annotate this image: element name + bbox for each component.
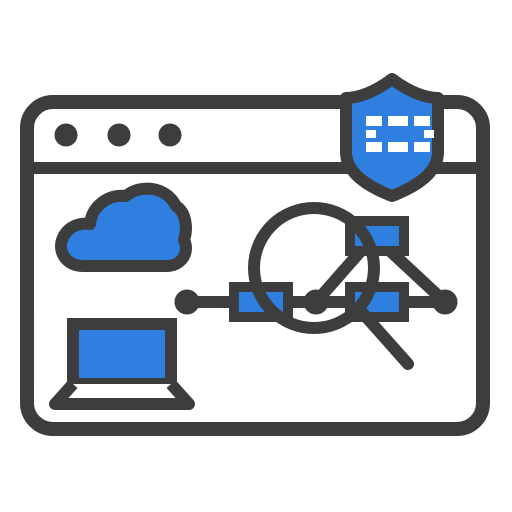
magnifying-glass-icon: [248, 202, 414, 370]
network-diagram-icon: [174, 216, 458, 322]
window-controls-icon: [54, 123, 182, 147]
laptop-icon: [49, 318, 195, 410]
firewall-logo-icon: [366, 116, 434, 152]
shield-icon: [340, 73, 444, 202]
cloud-icon: [55, 182, 192, 272]
